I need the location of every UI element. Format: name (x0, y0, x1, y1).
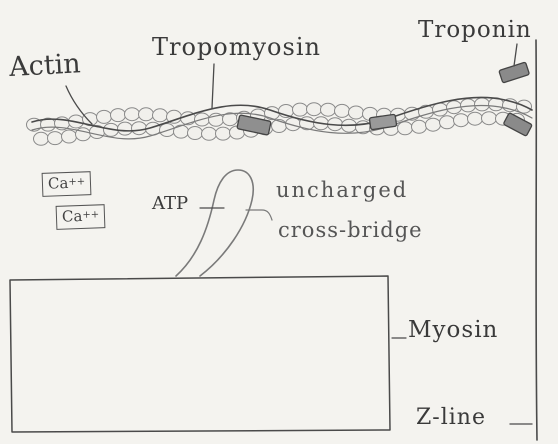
troponin-label: Troponin (418, 17, 532, 43)
calcium-ion: Ca++ (56, 204, 106, 230)
cross-bridge-label: cross-bridge (278, 218, 423, 242)
myosin-filament (10, 276, 390, 432)
actin-monomer (216, 127, 231, 140)
actin-monomer (468, 112, 483, 125)
calcium-symbol: Ca (48, 174, 69, 193)
actin-monomer (426, 118, 441, 131)
actin-monomer (482, 112, 497, 125)
z-line (536, 40, 537, 440)
actin-monomer (440, 116, 455, 129)
uncharged-label: uncharged (276, 178, 408, 202)
actin-monomer (48, 132, 63, 145)
actin-monomer (97, 110, 112, 123)
tropomyosin-pointer (212, 64, 214, 108)
actin-monomer (125, 108, 140, 121)
actin-monomer (132, 122, 147, 135)
actin-monomer (454, 114, 469, 127)
cross-bridge (176, 170, 253, 276)
calcium-ion: Ca++ (42, 171, 92, 197)
actin-monomer (398, 122, 413, 135)
atp-label: ATP (152, 193, 188, 214)
actin-monomer (202, 127, 217, 140)
actin-monomer (34, 132, 49, 145)
actin-monomer (475, 98, 490, 111)
z-line-label: Z-line (416, 405, 486, 430)
actin-monomer (118, 122, 133, 135)
calcium-charge: ++ (68, 176, 85, 188)
actin-monomer (349, 106, 364, 119)
tropomyosin-label: Tropomyosin (152, 33, 321, 61)
actin-monomer (62, 130, 77, 143)
actin-monomer (321, 103, 336, 116)
uncharged-pointer (246, 210, 272, 220)
actin-monomer (188, 127, 203, 140)
troponin-pointer (514, 44, 517, 66)
actin-monomer (335, 104, 350, 117)
myosin-label: Myosin (408, 317, 498, 343)
actin-monomer (111, 109, 126, 122)
actin-monomer (139, 108, 154, 121)
actin-monomer (293, 103, 308, 116)
actin-monomer (307, 103, 322, 116)
actin-label: Actin (8, 48, 81, 83)
calcium-symbol: Ca (62, 207, 83, 226)
actin-monomer (412, 120, 427, 133)
actin-monomer (153, 109, 168, 122)
calcium-charge: ++ (82, 209, 99, 221)
